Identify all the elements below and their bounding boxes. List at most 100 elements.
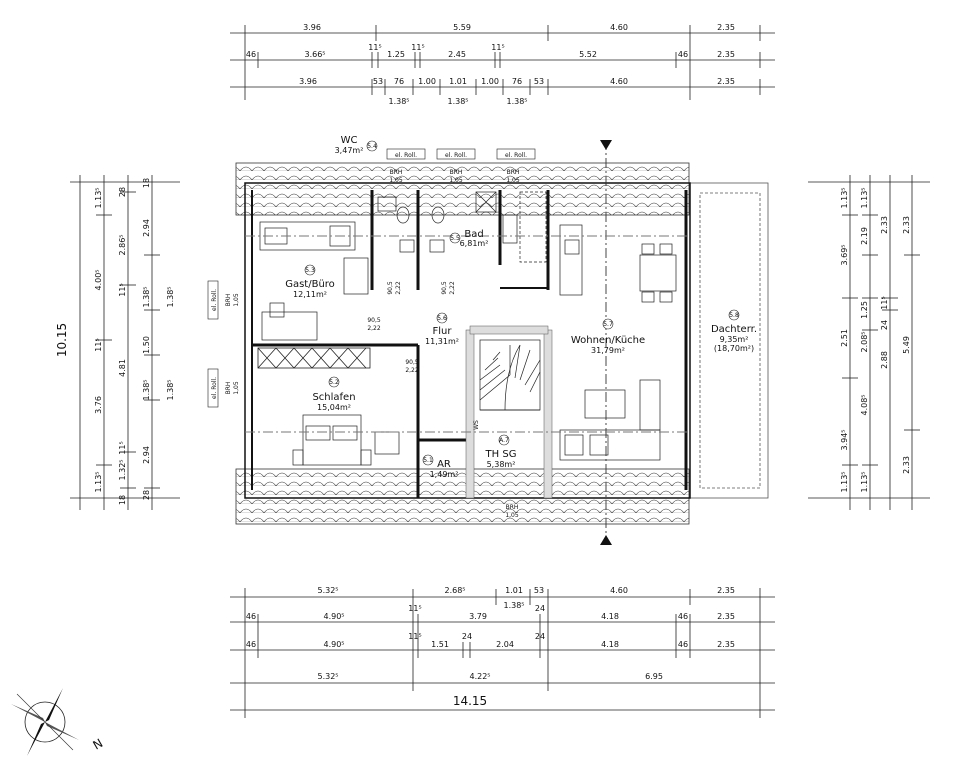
- dim-label: 2.35: [717, 640, 735, 649]
- room-name: Schlafen: [312, 392, 355, 403]
- roller-shutter-tag: el. Roll.: [211, 289, 218, 311]
- dim-label: 2.94: [142, 219, 151, 237]
- roller-shutter-tag: el. Roll.: [395, 152, 417, 159]
- dim-label: 3.96: [299, 77, 317, 86]
- dim-label: 46: [246, 50, 256, 59]
- room-area: 12,11m²: [293, 290, 327, 299]
- dim-label: 1.25: [387, 50, 405, 59]
- right-dimension-labels: 1.13⁵ 3.69⁵ 2.51 3.94⁵ 1.13⁵ 1.13⁵ 2.19 …: [840, 187, 911, 492]
- dim-label: 2.33: [902, 456, 911, 474]
- section-line: [245, 140, 690, 545]
- dim-label: 5.59: [453, 23, 471, 32]
- dim-label: 4.90⁵: [323, 612, 344, 621]
- dim-label: 53: [534, 77, 544, 86]
- dim-label: 4.22⁵: [469, 672, 490, 681]
- brh-value: 1,05: [449, 177, 463, 184]
- roller-shutter-tag: el. Roll.: [211, 377, 218, 399]
- door-dimension: 90,5: [441, 281, 448, 295]
- dim-label: 1.13⁵: [860, 187, 869, 208]
- dim-label: 46: [678, 640, 688, 649]
- dim-label: 28: [142, 490, 151, 500]
- top-dimension-labels: 3.96 5.59 4.60 2.35 46 3.66⁵ 11⁵ 1.25 11…: [246, 23, 735, 106]
- room-labels: 5.3 Gast/Büro 12,11m² 5.4 WC 3,47m² 5.5 …: [285, 135, 757, 479]
- dim-label: 46: [678, 50, 688, 59]
- room-number: 5.1: [423, 457, 433, 464]
- room-name: Bad: [464, 229, 483, 240]
- door-dimension: 2,22: [367, 325, 381, 332]
- dim-label: 53: [373, 77, 383, 86]
- dim-label: 46: [678, 612, 688, 621]
- room-number: 5.3: [305, 267, 315, 274]
- dim-label: 1.00: [418, 77, 436, 86]
- brh-tag: BRH: [450, 169, 463, 176]
- brh-value: 1,05: [506, 177, 520, 184]
- dim-label: 18: [118, 495, 127, 505]
- room-area: 31,79m²: [591, 346, 625, 355]
- dim-label: 1.38⁵: [142, 286, 151, 307]
- room-name: WC: [341, 135, 358, 146]
- dim-label: 2.68⁵: [444, 586, 465, 595]
- compass-rose-icon: [11, 688, 79, 756]
- dim-label: 1.38⁵: [166, 286, 175, 307]
- dim-label: 11⁵: [408, 604, 421, 613]
- dim-label: 3.69⁵: [840, 244, 849, 265]
- dim-label: 1.13⁵: [840, 471, 849, 492]
- dim-label: 4.60: [610, 23, 628, 32]
- dim-label: 46: [246, 640, 256, 649]
- room-number: 5.5: [450, 235, 460, 242]
- dim-label: 4.18: [601, 640, 619, 649]
- room-number: 5.6: [437, 315, 447, 322]
- dim-label: 11⁵: [880, 296, 889, 309]
- dim-label: 2.45: [448, 50, 466, 59]
- dim-label: 24: [462, 632, 472, 641]
- dim-label: 3.66⁵: [304, 50, 325, 59]
- dim-label: 76: [394, 77, 404, 86]
- total-height-label: 10.15: [55, 323, 69, 357]
- dim-label: 2.35: [717, 612, 735, 621]
- roller-shutter-tag: el. Roll.: [445, 152, 467, 159]
- window-tags: el. Roll. el. Roll. el. Roll. el. Roll. …: [207, 148, 536, 519]
- dim-label: 5.49: [902, 336, 911, 354]
- brh-value: 1,05: [233, 381, 240, 395]
- brh-tag: BRH: [225, 294, 232, 307]
- dim-label: 4.08⁵: [860, 394, 869, 415]
- room-area: 6,81m²: [460, 239, 489, 248]
- dim-label: 18: [142, 178, 151, 188]
- room-name: TH SG: [485, 449, 517, 460]
- dim-label: 5.32⁵: [317, 672, 338, 681]
- staircase: [479, 339, 541, 411]
- dim-label: 2.35: [717, 23, 735, 32]
- roof-tiles: [235, 162, 690, 525]
- room-name: Wohnen/Küche: [571, 335, 645, 346]
- dim-label: 24: [535, 632, 545, 641]
- dim-label: 1.25: [860, 301, 869, 319]
- brh-value: 1,05: [389, 177, 403, 184]
- dim-label: 2.33: [902, 216, 911, 234]
- dim-label: 3.94⁵: [840, 429, 849, 450]
- dim-label: 4.81: [118, 359, 127, 377]
- dim-label: 1.13⁵: [840, 187, 849, 208]
- dim-label: 2.35: [717, 77, 735, 86]
- room-number: A.7: [499, 437, 509, 444]
- room-area: 11,31m²: [425, 337, 459, 346]
- dim-label: 1.38⁵: [506, 97, 527, 106]
- dim-label: 1.51: [431, 640, 449, 649]
- room-name: Flur: [433, 326, 453, 337]
- door-dimension: 2,22: [405, 367, 419, 374]
- dim-label: 1.38⁵: [447, 97, 468, 106]
- dim-label: 53: [534, 586, 544, 595]
- dim-label: 3.96: [303, 23, 321, 32]
- door-dimension: 90,5: [387, 281, 394, 295]
- room-area: 9,35m²: [720, 335, 749, 344]
- dim-label: 46: [246, 612, 256, 621]
- right-dimension-chains: [808, 175, 930, 510]
- bedroom-furniture: [292, 414, 400, 466]
- dim-label: 1.38⁵: [166, 379, 175, 400]
- dim-label: 24: [880, 320, 889, 330]
- room-area: 15,04m²: [317, 403, 351, 412]
- dim-label: 2.19: [860, 227, 869, 245]
- dim-label: 6.95: [645, 672, 663, 681]
- dim-label: 1.38⁵: [388, 97, 409, 106]
- dim-label: 1.01: [505, 586, 523, 595]
